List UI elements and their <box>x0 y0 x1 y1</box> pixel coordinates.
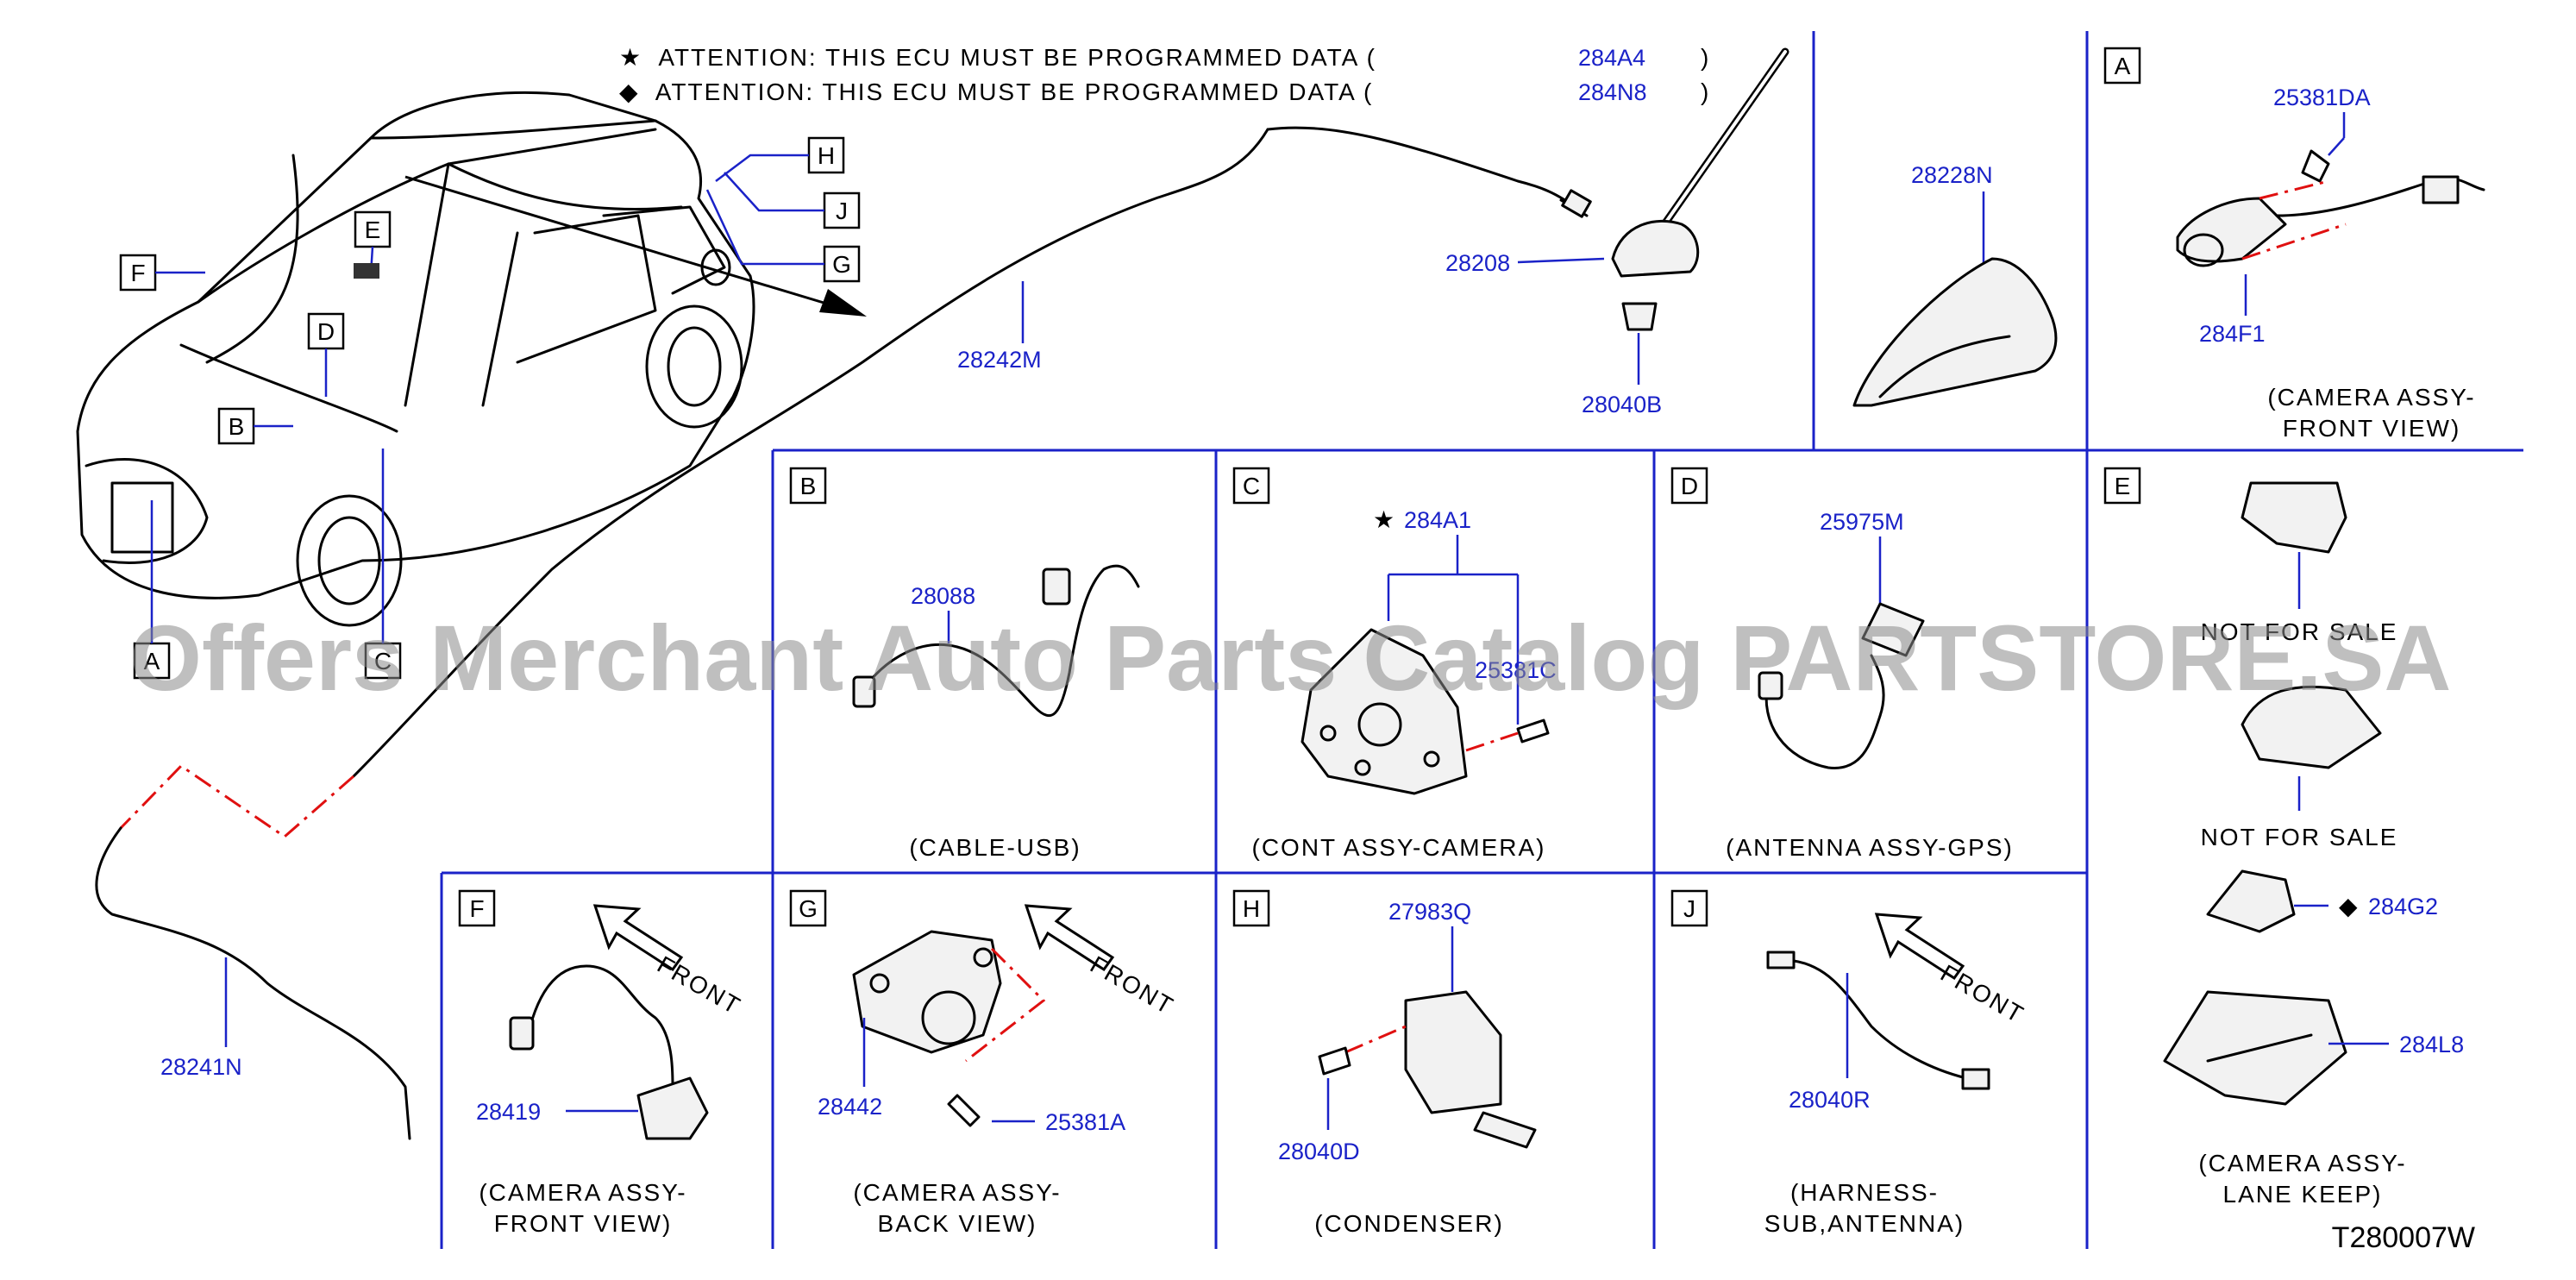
part-28242M[interactable]: 28242M <box>957 281 1042 373</box>
callout-A[interactable]: A <box>133 500 171 680</box>
attention-line-2: ◆ ATTENTION: THIS ECU MUST BE PROGRAMMED… <box>619 78 1373 105</box>
attention-header: ★ ATTENTION: THIS ECU MUST BE PROGRAMMED… <box>619 44 1710 105</box>
svg-text:(CAMERA ASSY-: (CAMERA ASSY- <box>853 1179 1061 1206</box>
part-25381A[interactable]: 25381A <box>1045 1109 1125 1135</box>
svg-text:FRONT: FRONT <box>1936 959 2029 1028</box>
svg-text:FRONT: FRONT <box>1086 951 1179 1020</box>
attention-part-284A4[interactable]: 284A4 <box>1578 45 1645 71</box>
panel-F: F FRONT 28419 (CAMERA ASSY- FRONT VIEW) <box>458 889 746 1237</box>
svg-text:FRONT: FRONT <box>653 951 746 1020</box>
diagram-code: T280007W <box>2332 1221 2475 1254</box>
callout-C[interactable]: C <box>364 449 402 680</box>
part-28088[interactable]: 28088 <box>911 583 975 609</box>
svg-text:C: C <box>1243 473 1260 499</box>
svg-text:28208: 28208 <box>1445 250 1510 276</box>
svg-text:(CAMERA ASSY-: (CAMERA ASSY- <box>2267 384 2475 411</box>
callout-H[interactable]: H <box>715 136 845 182</box>
svg-text:A: A <box>2115 53 2131 79</box>
panel-J: J FRONT 28040R (HARNESS- SUB,ANTENNA) <box>1670 889 2029 1237</box>
svg-text:SUB,ANTENNA): SUB,ANTENNA) <box>1764 1210 1965 1237</box>
watermark: Offers Merchant Auto Parts Catalog PARTS… <box>129 605 2451 710</box>
svg-text:FRONT VIEW): FRONT VIEW) <box>2283 415 2461 442</box>
svg-text:(CAMERA ASSY-: (CAMERA ASSY- <box>2198 1150 2406 1176</box>
svg-text:G: G <box>799 895 818 922</box>
shark-fin-28228N[interactable]: 28228N <box>1852 162 2058 407</box>
svg-text:(CONT ASSY-CAMERA): (CONT ASSY-CAMERA) <box>1252 834 1546 861</box>
svg-text:): ) <box>1701 78 1710 105</box>
svg-text:F: F <box>130 260 145 286</box>
part-284A1[interactable]: 284A1 <box>1404 507 1471 533</box>
panel-grid <box>440 31 2523 1249</box>
panel-E: E NOT FOR SALE NOT FOR SALE ◆ 284G2 284L… <box>2103 467 2464 1208</box>
not-for-sale-1: NOT FOR SALE <box>2201 618 2398 645</box>
vehicle-callouts: H J G E F D B <box>119 136 861 680</box>
svg-text:J: J <box>1683 895 1695 922</box>
part-284F1[interactable]: 284F1 <box>2199 321 2266 347</box>
part-25975M[interactable]: 25975M <box>1820 509 1904 535</box>
svg-text:H: H <box>1243 895 1260 922</box>
part-28040R[interactable]: 28040R <box>1789 1087 1871 1113</box>
svg-text:D: D <box>1681 473 1698 499</box>
callout-E[interactable]: E <box>354 210 392 279</box>
svg-text:(ANTENNA ASSY-GPS): (ANTENNA ASSY-GPS) <box>1726 834 2014 861</box>
callout-B[interactable]: B <box>217 407 293 445</box>
harnesses <box>95 126 1571 1140</box>
svg-text:): ) <box>1701 44 1710 71</box>
callout-J[interactable]: J <box>724 172 861 229</box>
attention-line-1: ★ ATTENTION: THIS ECU MUST BE PROGRAMMED… <box>619 44 1376 71</box>
svg-text:28040B: 28040B <box>1582 392 1662 417</box>
svg-text:E: E <box>2115 473 2131 499</box>
attention-part-284N8[interactable]: 284N8 <box>1578 79 1647 105</box>
svg-text:A: A <box>144 648 160 675</box>
part-27983Q[interactable]: 27983Q <box>1388 899 1471 925</box>
svg-text:B: B <box>229 413 245 440</box>
svg-text:(CABLE-USB): (CABLE-USB) <box>909 834 1081 861</box>
svg-text:D: D <box>317 318 335 345</box>
part-28419[interactable]: 28419 <box>476 1099 541 1125</box>
panel-B: B 28088 (CABLE-USB) <box>789 467 1140 861</box>
panel-H: H 27983Q 28040D (CONDENSER) <box>1232 889 1537 1237</box>
svg-text:28228N: 28228N <box>1911 162 1993 188</box>
svg-text:(CAMERA ASSY-: (CAMERA ASSY- <box>479 1179 686 1206</box>
vehicle-illustration <box>76 91 867 627</box>
svg-text:★: ★ <box>1373 506 1396 533</box>
svg-text:(CONDENSER): (CONDENSER) <box>1314 1210 1504 1237</box>
callout-D[interactable]: D <box>307 312 345 397</box>
svg-text:F: F <box>469 895 484 922</box>
callout-G[interactable]: G <box>705 189 861 283</box>
panel-C: C ★ 284A1 25381C (CONT ASSY-CAMERA) <box>1232 467 1557 861</box>
svg-text:28241N: 28241N <box>160 1054 242 1080</box>
roof-antenna-28208[interactable]: 28208 <box>1445 47 1789 278</box>
svg-text:J: J <box>836 198 848 224</box>
panel-A: A 25381DA 284F1 (CAMERA ASSY- FRONT VIEW… <box>2103 47 2485 442</box>
svg-text:H: H <box>818 142 835 169</box>
part-28040D[interactable]: 28040D <box>1278 1139 1360 1164</box>
part-284G2[interactable]: 284G2 <box>2368 894 2438 919</box>
svg-text:B: B <box>800 473 817 499</box>
svg-text:E: E <box>365 216 381 243</box>
svg-text:LANE KEEP): LANE KEEP) <box>2223 1181 2383 1208</box>
svg-text:◆: ◆ <box>2339 893 2360 919</box>
panel-D: D 25975M (ANTENNA ASSY-GPS) <box>1670 467 2014 861</box>
part-284L8[interactable]: 284L8 <box>2399 1032 2464 1057</box>
part-25381DA[interactable]: 25381DA <box>2273 85 2371 110</box>
clip-28040B[interactable]: 28040B <box>1582 302 1662 417</box>
part-28241N[interactable]: 28241N <box>160 957 242 1080</box>
callout-F[interactable]: F <box>119 254 205 292</box>
svg-text:FRONT VIEW): FRONT VIEW) <box>494 1210 673 1237</box>
svg-text:BACK VIEW): BACK VIEW) <box>878 1210 1037 1237</box>
part-25381C[interactable]: 25381C <box>1475 657 1557 683</box>
svg-text:28242M: 28242M <box>957 347 1042 373</box>
not-for-sale-2: NOT FOR SALE <box>2201 824 2398 850</box>
part-28442[interactable]: 28442 <box>818 1094 882 1120</box>
panel-G: G FRONT 28442 25381A (CAMERA ASSY- BACK … <box>789 889 1179 1237</box>
svg-text:(HARNESS-: (HARNESS- <box>1790 1179 1939 1206</box>
svg-text:G: G <box>832 251 851 278</box>
svg-text:C: C <box>374 648 392 675</box>
